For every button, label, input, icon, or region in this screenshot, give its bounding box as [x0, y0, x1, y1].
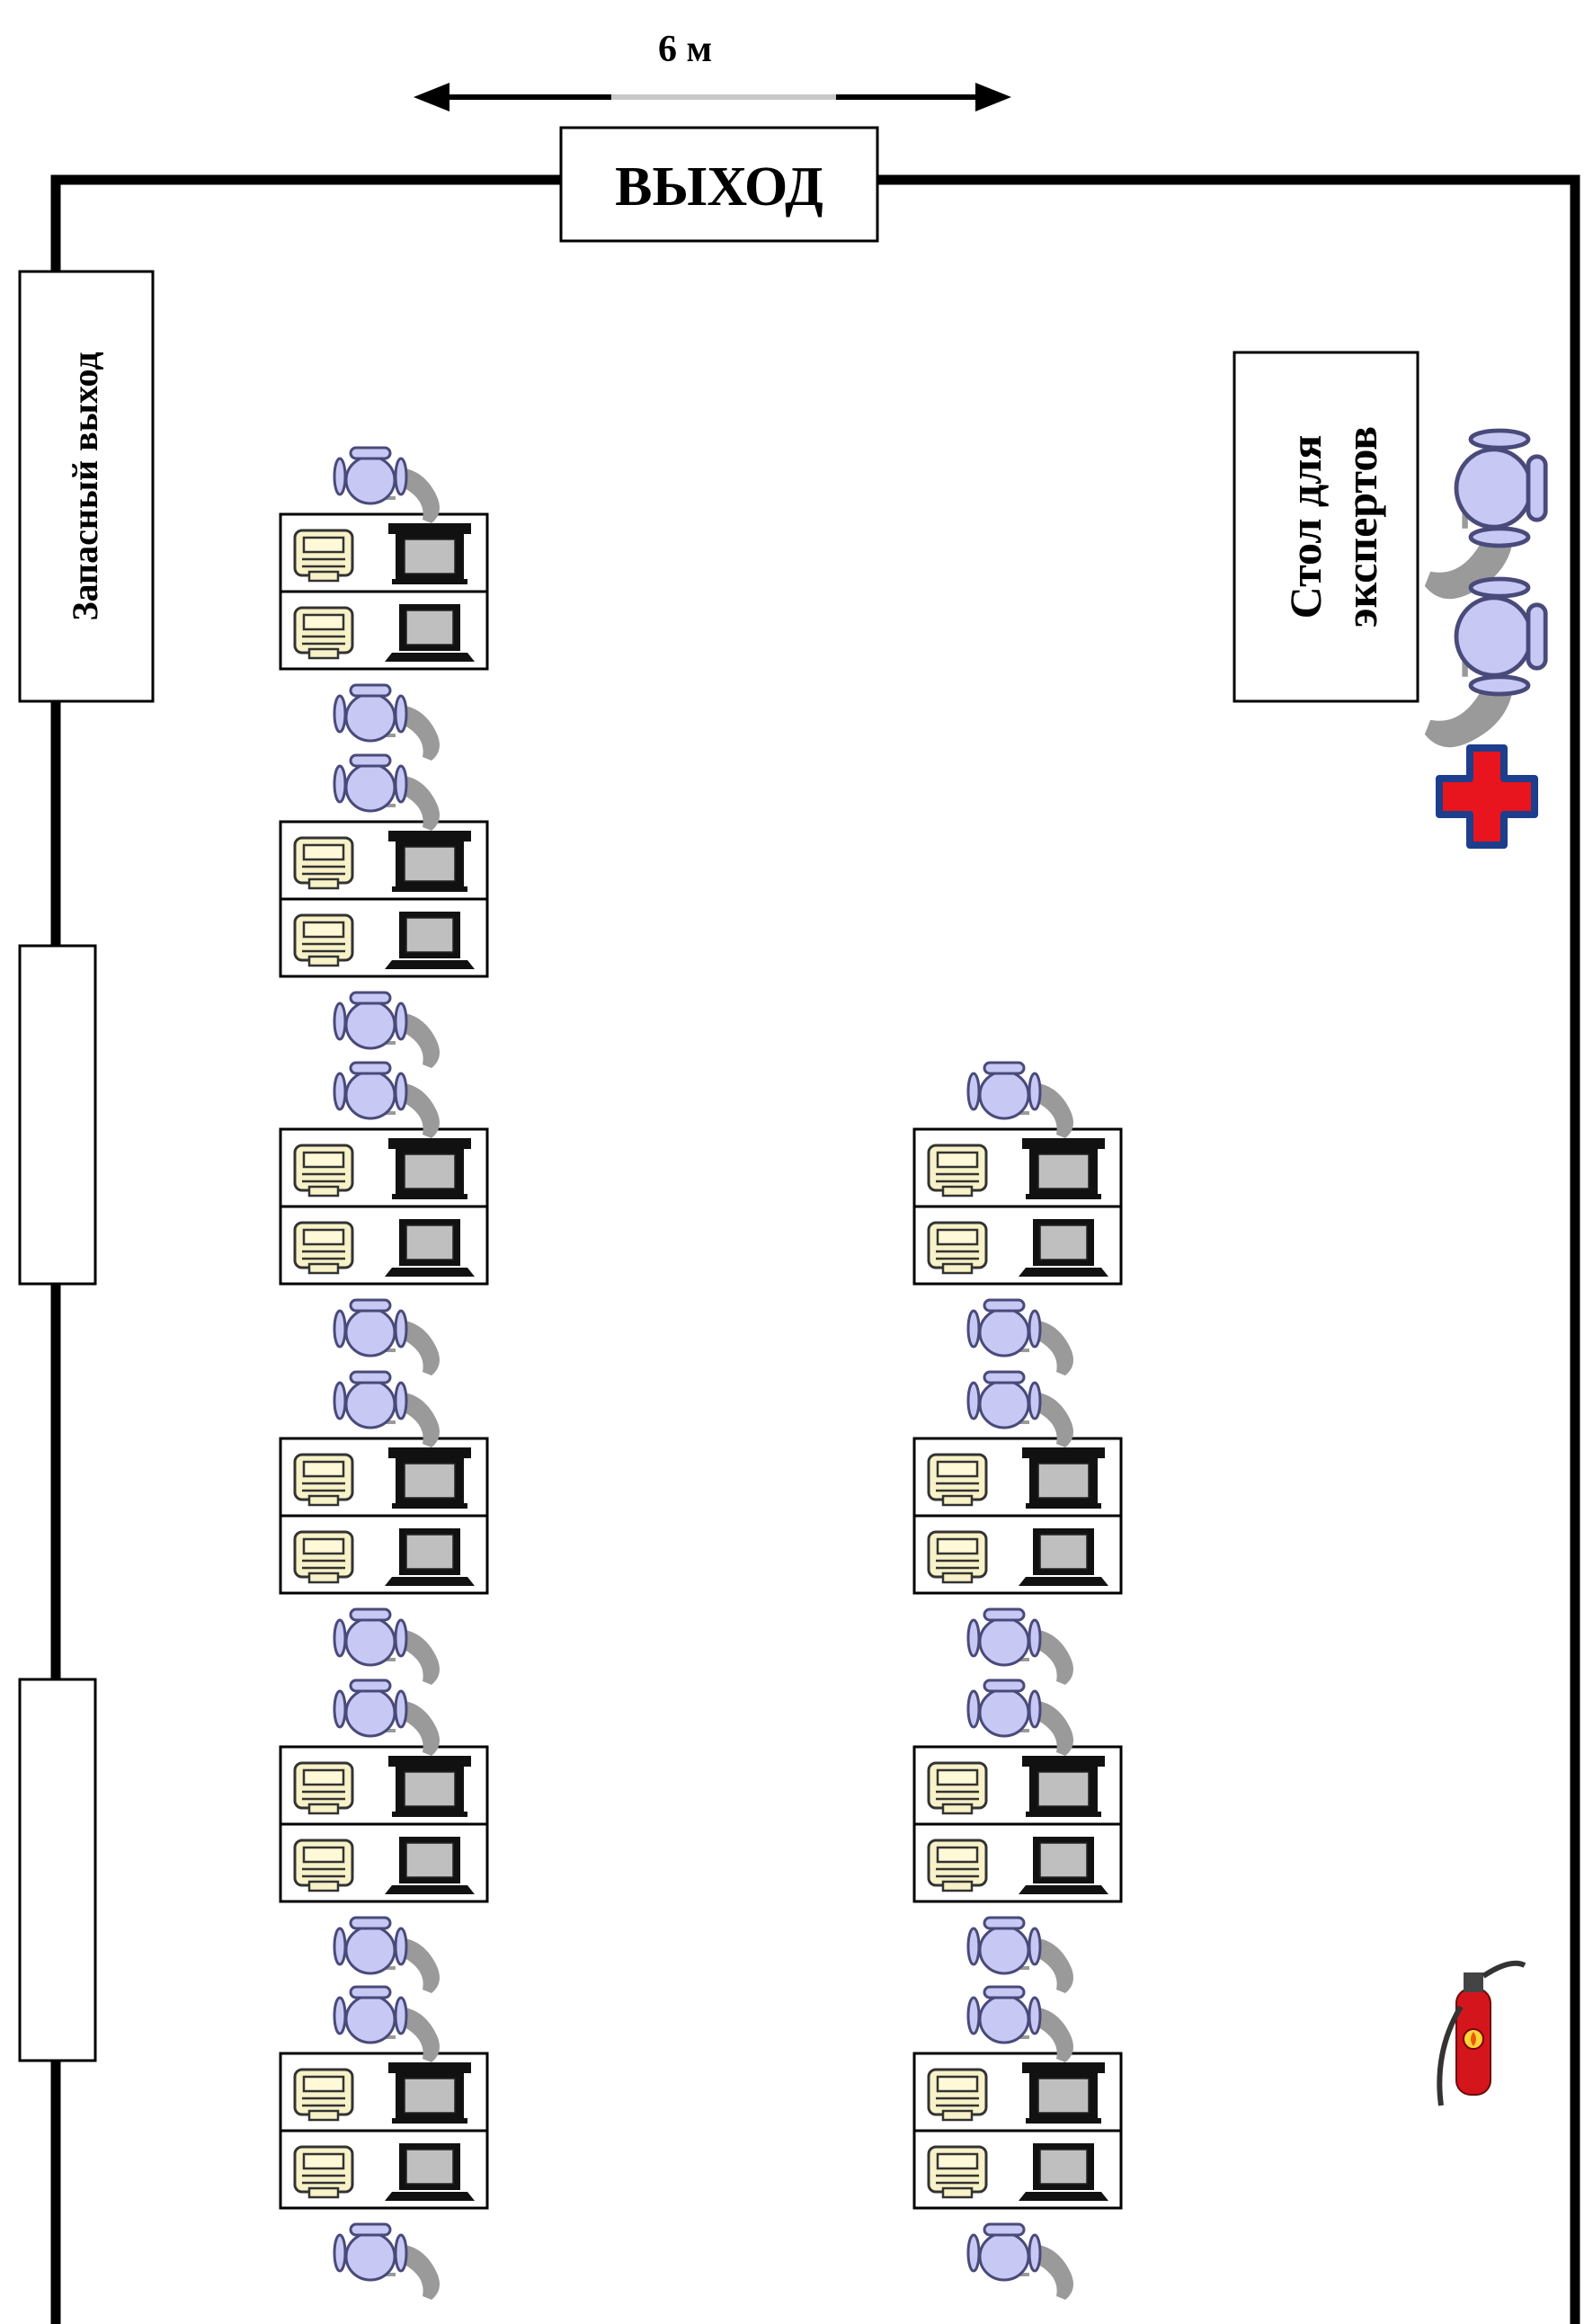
workstation-desk — [914, 1372, 1121, 1685]
main-exit-box — [559, 126, 879, 243]
svg-text:Стол для: Стол для — [1280, 435, 1330, 619]
spare-exit-box — [18, 270, 155, 703]
window — [18, 1678, 97, 2062]
expert-table-label: Стол для экспертов — [1280, 426, 1386, 628]
workstation-desk — [914, 1987, 1121, 2300]
workstation-desk — [280, 1987, 487, 2300]
first-aid-icon — [1436, 744, 1538, 849]
dimension-arrow — [414, 83, 1011, 111]
workstation-desk — [280, 448, 487, 761]
workstation-desk — [914, 1063, 1121, 1376]
spare-exit-label: Запасный выход — [65, 352, 105, 620]
workstation-desk — [280, 755, 487, 1068]
workstation-desk — [280, 1372, 487, 1685]
svg-text:экспертов: экспертов — [1336, 426, 1386, 628]
dimension-label: 6 м — [658, 29, 712, 70]
workstation-desk — [280, 1063, 487, 1376]
window — [18, 944, 97, 1286]
fire-extinguisher-icon — [1437, 1960, 1526, 2106]
workstation-desk — [280, 1680, 487, 1993]
workstation-desk — [914, 1680, 1121, 1993]
expert-chair — [1425, 579, 1545, 747]
expert-chair — [1425, 431, 1545, 599]
main-exit-label: ВЫХОД — [615, 156, 823, 218]
